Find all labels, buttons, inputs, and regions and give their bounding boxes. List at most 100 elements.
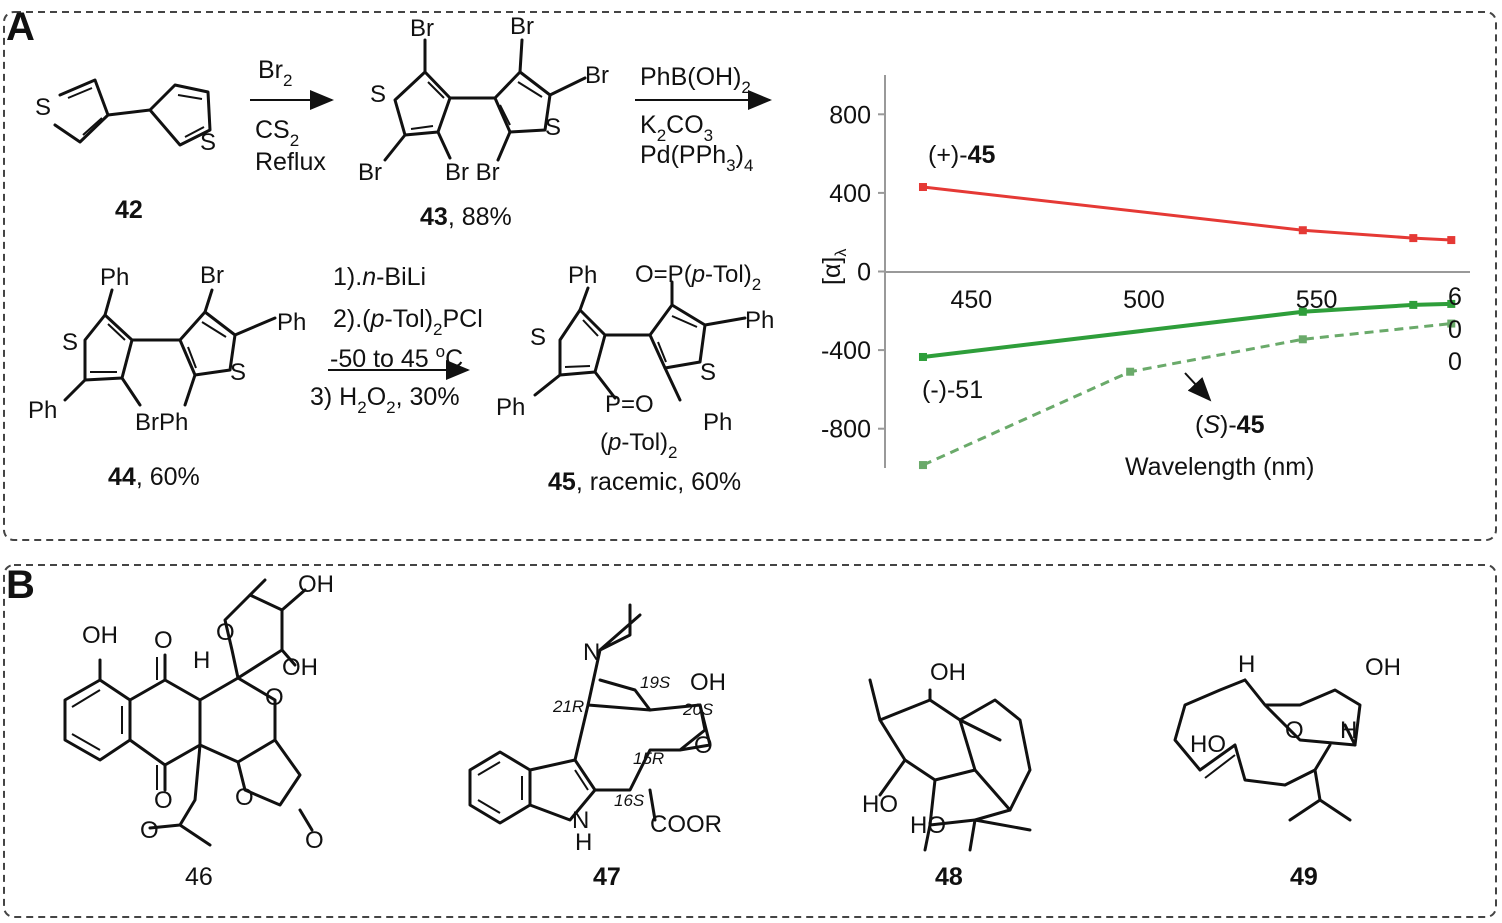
compound-45-label: 45, racemic, 60%	[548, 468, 741, 496]
data-point	[1298, 335, 1307, 344]
data-point	[918, 461, 927, 470]
phosphine-oxide-top: O=P(p-Tol)2	[635, 261, 761, 294]
atom-br: Br	[510, 13, 534, 40]
xtick-partial: 6	[1448, 283, 1462, 311]
data-point	[1409, 300, 1418, 309]
atom-s: S	[230, 359, 246, 386]
stereo-19s: 19S	[640, 673, 671, 692]
atom-coor: COOR	[650, 811, 722, 838]
compound-43-label: 43, 88%	[420, 203, 512, 231]
compound-44-label: 44, 60%	[108, 463, 200, 491]
compound-49-label: 49	[1290, 863, 1318, 891]
atom-o: O	[1285, 717, 1304, 744]
compound-45-structure: S S Ph Ph Ph Ph O=P(p-Tol)2 P=O (p-Tol)2	[496, 261, 774, 462]
atom-n: N	[583, 639, 600, 666]
atom-n: N	[572, 807, 589, 834]
atom-s: S	[370, 81, 386, 108]
step-2-temp: -50 to 45 oC	[330, 342, 463, 373]
clipped-label-2: 0	[1448, 348, 1462, 376]
compound-49-structure: H OH O H HO	[1173, 651, 1401, 822]
atom-o: O	[305, 827, 324, 854]
panel-a-letter: A	[6, 5, 35, 49]
atom-oh: OH	[690, 669, 726, 696]
xtick-label: 500	[1123, 286, 1165, 314]
data-point	[1409, 234, 1418, 243]
s45-pointer-arrow	[1184, 372, 1212, 402]
reagent-pdpph34: Pd(PPh3)4	[640, 141, 753, 175]
atom-oh: OH	[82, 622, 118, 649]
clipped-label-1: 0	[1448, 316, 1462, 344]
data-point	[1447, 319, 1456, 328]
atom-ph: Ph	[100, 264, 129, 291]
data-point	[1298, 307, 1307, 316]
atom-br: Br	[358, 159, 382, 186]
step-3: 3) H2O2, 30%	[310, 383, 460, 417]
data-point	[1298, 226, 1307, 235]
atom-ph: Ph	[496, 394, 525, 421]
atom-s: S	[545, 114, 561, 141]
panel-b-letter: B	[6, 563, 35, 607]
panel-b-frame	[3, 564, 1497, 918]
series-label-minus51: (-)-51	[922, 376, 983, 404]
reagent-br2: Br2	[258, 56, 292, 90]
atom-h: H	[1238, 651, 1255, 678]
atom-o: O	[140, 817, 159, 844]
atom-o: O	[216, 619, 235, 646]
ytick-label: 400	[829, 180, 871, 208]
atom-br: Br	[410, 15, 434, 42]
data-point	[918, 183, 927, 192]
atom-o: O	[694, 732, 713, 759]
compound-46-structure: OH O O H O OH OH O O O O	[63, 571, 334, 854]
stereo-15r: 15R	[633, 749, 664, 768]
atom-s: S	[200, 129, 216, 156]
ytick-label: -800	[821, 416, 871, 444]
atom-h: H	[575, 829, 592, 856]
atom-br-br: Br Br	[445, 159, 500, 186]
atom-oh: OH	[930, 659, 966, 686]
atom-s: S	[530, 324, 546, 351]
reagent-phboh2: PhB(OH)2	[640, 63, 751, 97]
atom-s: S	[35, 94, 51, 121]
xtick-label: 450	[950, 286, 992, 314]
compound-42-label: 42	[115, 196, 143, 224]
step-1: 1).n-BiLi	[333, 263, 426, 291]
series-line-3	[922, 322, 1452, 467]
condition-reflux: Reflux	[255, 148, 326, 176]
atom-br: Br	[200, 262, 224, 289]
atom-ph: Ph	[745, 307, 774, 334]
atom-oh: OH	[282, 654, 318, 681]
compound-44-structure: S S Ph Br Ph Ph BrPh	[28, 262, 306, 436]
reagent-k2co3: K2CO3	[640, 111, 713, 145]
phosphine-oxide-bottom-tol: (p-Tol)2	[600, 429, 678, 462]
series-line-2	[922, 301, 1452, 359]
compound-42-structure: S S	[35, 78, 216, 156]
atom-s: S	[700, 359, 716, 386]
compound-46-label: 46	[185, 863, 213, 891]
data-point	[1447, 236, 1456, 245]
panel-a-frame	[3, 11, 1497, 541]
atom-ph: Ph	[277, 309, 306, 336]
atom-br: Br	[585, 62, 609, 89]
atom-ho: HO	[910, 812, 946, 839]
stereo-21r: 21R	[552, 697, 584, 716]
atom-h: H	[1340, 717, 1357, 744]
compound-43-structure: S S Br Br Br Br Br Br	[358, 13, 609, 186]
atom-h: H	[193, 647, 210, 674]
data-point	[1447, 299, 1456, 308]
atom-ph: Ph	[568, 262, 597, 289]
data-point	[1126, 367, 1135, 376]
compound-47-structure: N OH O N H COOR 19S 20S 21R 15R 16S	[468, 603, 726, 856]
solvent-cs2: CS2	[255, 116, 299, 150]
atom-s: S	[62, 329, 78, 356]
atom-ph: Ph	[703, 409, 732, 436]
ytick-label: 800	[829, 101, 871, 129]
compound-48-label: 48	[935, 863, 963, 891]
atom-o: O	[154, 627, 173, 654]
atom-brph: BrPh	[135, 409, 188, 436]
compound-47-label: 47	[593, 863, 621, 891]
series-label-plus45: (+)-45	[928, 141, 995, 169]
atom-o: O	[235, 784, 254, 811]
phosphine-oxide-bottom: P=O	[605, 391, 654, 418]
